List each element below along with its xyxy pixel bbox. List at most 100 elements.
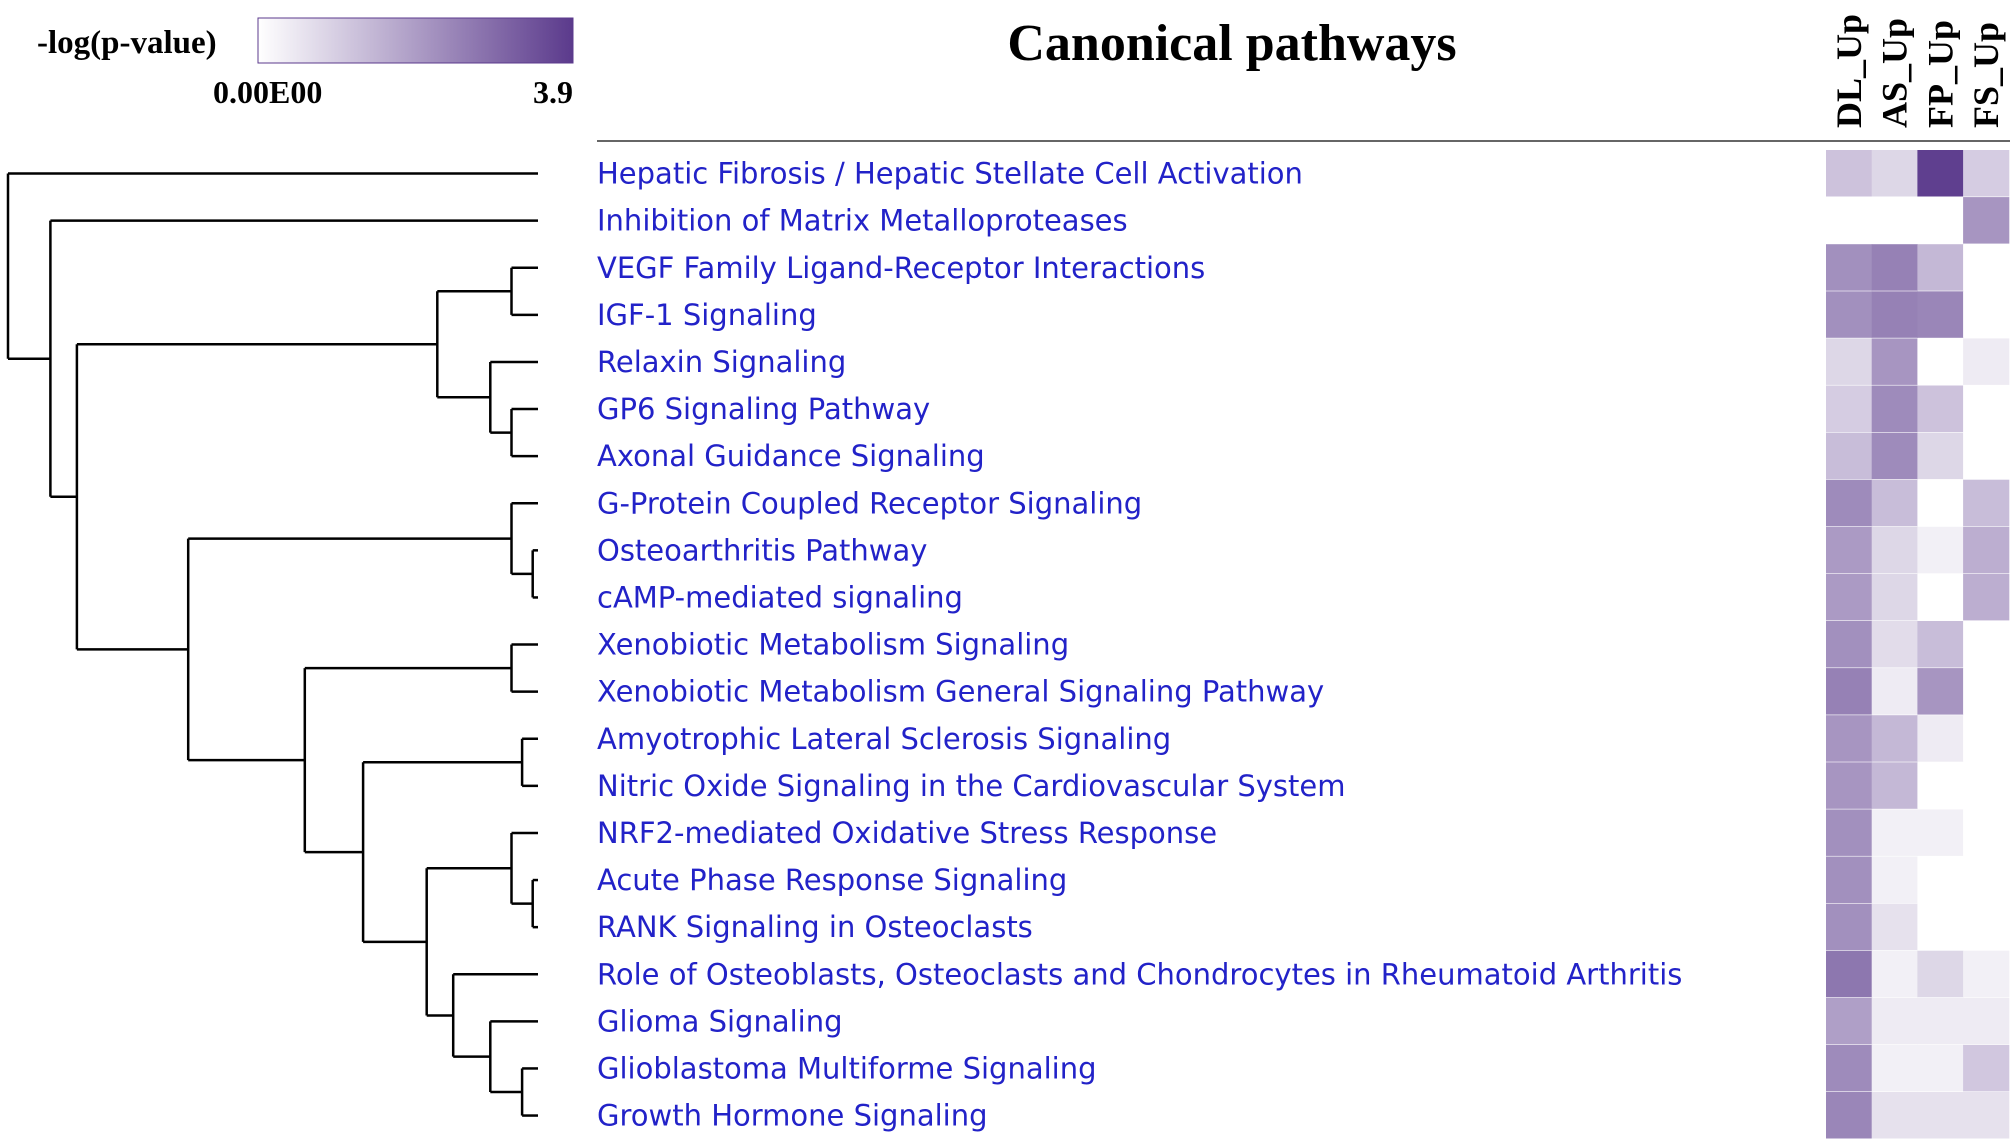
heatmap-cell [1826,150,1873,197]
row-label: GP6 Signaling Pathway [597,392,930,426]
heatmap-cell [1871,573,1918,621]
heatmap-cell [1826,621,1873,668]
heatmap-cell [1871,338,1918,385]
heatmap-cell [1826,903,1873,951]
heatmap-cell [1826,809,1873,856]
heatmap-cell [1917,526,1964,574]
heatmap-cell [1917,338,1964,385]
row-label: RANK Signaling in Osteoclasts [597,910,1033,944]
row-label: Relaxin Signaling [597,345,846,379]
heatmap-cell [1871,997,1918,1045]
legend-title: -log(p-value) [37,25,217,61]
heatmap-cell [1963,338,2010,385]
heatmap-cell [1917,809,1964,856]
row-labels: Hepatic Fibrosis / Hepatic Stellate Cell… [597,157,1682,1133]
heatmap-cell [1963,573,2010,621]
heatmap-cell [1826,997,1873,1045]
row-label: G-Protein Coupled Receptor Signaling [597,486,1142,520]
heatmap-cell [1871,385,1918,432]
heatmap-cell [1917,621,1964,668]
heatmap-cell [1963,1044,2010,1092]
heatmap-cell [1826,668,1873,715]
row-label: NRF2-mediated Oxidative Stress Response [597,816,1217,850]
heatmap-cell [1826,291,1873,338]
heatmap-cell [1871,856,1918,903]
heatmap-cell [1963,715,2010,762]
heatmap-cell [1871,150,1918,197]
row-label: Hepatic Fibrosis / Hepatic Stellate Cell… [597,157,1303,191]
row-label: Glioblastoma Multiforme Signaling [597,1051,1097,1085]
row-label: Nitric Oxide Signaling in the Cardiovasc… [597,769,1346,803]
chart-title: Canonical pathways [1007,15,1456,72]
heatmap-cell [1826,526,1873,574]
heatmap-cell [1871,903,1918,951]
heatmap-cell [1963,479,2010,527]
heatmap-cell [1963,526,2010,574]
heatmap-cell [1917,950,1964,998]
heatmap-cell [1826,950,1873,998]
heatmap-cell [1826,856,1873,903]
heatmap-cell [1963,621,2010,668]
heatmap-cell [1917,1092,1964,1139]
heatmap-cell [1963,950,2010,998]
legend-max-label: 3.9 [533,74,573,110]
heatmap-cell [1917,385,1964,432]
row-label: Osteoarthritis Pathway [597,533,927,567]
heatmap-cell [1871,668,1918,715]
heatmap-cell [1871,1092,1918,1139]
row-label: Amyotrophic Lateral Sclerosis Signaling [597,722,1171,756]
heatmap-cell [1917,573,1964,621]
heatmap-cell [1963,197,2010,244]
row-label: Growth Hormone Signaling [597,1099,988,1133]
heatmap-cell [1963,856,2010,903]
column-label-fs-up: FS_Up [1966,22,2006,128]
row-label: Role of Osteoblasts, Osteoclasts and Cho… [597,957,1682,991]
heatmap-cell [1917,997,1964,1045]
heatmap-cell [1917,197,1964,244]
heatmap-cell [1826,432,1873,480]
heatmap-cell [1963,150,2010,197]
heatmap-cell [1871,1044,1918,1092]
heatmap-cell [1871,291,1918,338]
row-label: Inhibition of Matrix Metalloproteases [597,204,1128,238]
heatmap-cell [1963,244,2010,291]
row-label: Xenobiotic Metabolism General Signaling … [597,675,1324,709]
heatmap-cells [1826,150,2010,1139]
heatmap-cell [1917,668,1964,715]
heatmap-cell [1963,291,2010,338]
heatmap-cell [1963,668,2010,715]
heatmap-cell [1963,432,2010,480]
heatmap-cell [1826,197,1873,244]
heatmap-cell [1917,856,1964,903]
heatmap-cell [1917,244,1964,291]
heatmap-cell [1826,244,1873,291]
heatmap-cell [1826,762,1873,809]
heatmap-cell [1963,997,2010,1045]
heatmap-cell [1963,762,2010,809]
heatmap-cell [1826,715,1873,762]
heatmap-cell [1963,809,2010,856]
dendrogram [6,172,538,1117]
column-label-as-up: AS_Up [1875,18,1915,128]
heatmap-cell [1963,385,2010,432]
heatmap-cell [1871,621,1918,668]
column-label-fp-up: FP_Up [1920,20,1960,128]
row-label: Axonal Guidance Signaling [597,439,985,473]
heatmap-cell [1917,715,1964,762]
heatmap-cell [1917,479,1964,527]
heatmap-cell [1871,950,1918,998]
heatmap-cell [1963,1092,2010,1139]
heatmap-cell [1826,385,1873,432]
heatmap-cell [1826,1092,1873,1139]
heatmap-cell [1917,762,1964,809]
heatmap-cell [1963,903,2010,951]
heatmap-cell [1826,573,1873,621]
heatmap-cell [1871,479,1918,527]
row-label: Glioma Signaling [597,1004,843,1038]
heatmap-cell [1871,197,1918,244]
heatmap-cell [1826,338,1873,385]
heatmap-cell [1917,150,1964,197]
heatmap-cell [1917,432,1964,480]
